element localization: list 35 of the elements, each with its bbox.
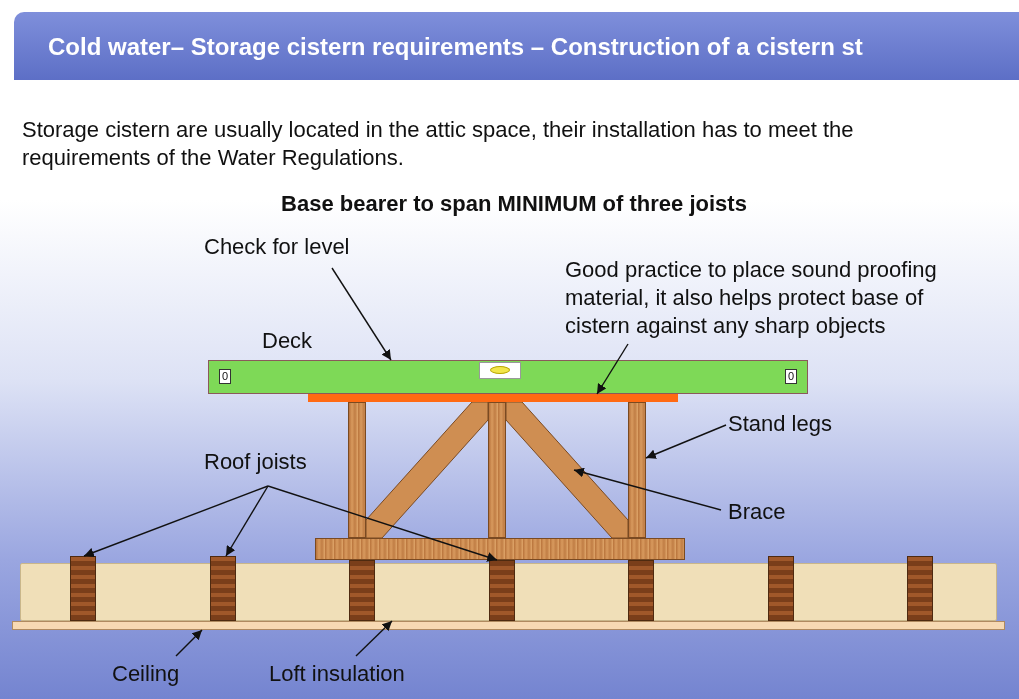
callout-label: Roof joists bbox=[204, 448, 307, 476]
vial-marking: 0 bbox=[219, 369, 232, 384]
leader-line bbox=[83, 485, 269, 558]
stand-leg bbox=[488, 402, 506, 538]
leader-line bbox=[175, 629, 203, 657]
callout-label: Stand legs bbox=[728, 410, 832, 438]
callout-label: Check for level bbox=[204, 233, 350, 261]
ceiling-board bbox=[12, 621, 1005, 630]
stand-leg bbox=[628, 402, 646, 538]
callout-label: Ceiling bbox=[112, 660, 180, 688]
stand-leg bbox=[348, 402, 366, 538]
brace bbox=[506, 402, 628, 538]
header-title: Cold water– Storage cistern requirements – Construction of a cistern st bbox=[48, 33, 863, 61]
callout-label: Loft insulation bbox=[269, 660, 405, 688]
roof-joist bbox=[70, 556, 96, 621]
leader-line bbox=[645, 424, 727, 459]
roof-joist bbox=[907, 556, 933, 621]
spirit-level bbox=[208, 360, 808, 394]
brace bbox=[366, 402, 488, 538]
intro-text: Storage cistern are usually located in the attic space, their installation has to meet the requirements of the Water Regulations. bbox=[22, 116, 855, 172]
diagram-heading: Base bearer to span MINIMUM of three joists bbox=[280, 190, 748, 218]
leader-line bbox=[331, 267, 392, 361]
sound-proofing-strip bbox=[308, 394, 678, 402]
roof-joist bbox=[768, 556, 794, 621]
leader-line bbox=[225, 485, 269, 557]
callout-label: Brace bbox=[728, 498, 786, 526]
roof-joist bbox=[210, 556, 236, 621]
part-label: Deck bbox=[262, 327, 313, 355]
leader-line bbox=[596, 343, 629, 395]
vial-marking: 0 bbox=[784, 369, 797, 384]
leader-line bbox=[267, 485, 498, 562]
base-bearer bbox=[315, 538, 685, 560]
leader-line bbox=[355, 620, 393, 657]
leader-line bbox=[573, 467, 722, 511]
callout-text: Good practice to place sound proofing material, it also helps protect base of cistern against any sharp objects bbox=[565, 256, 965, 340]
